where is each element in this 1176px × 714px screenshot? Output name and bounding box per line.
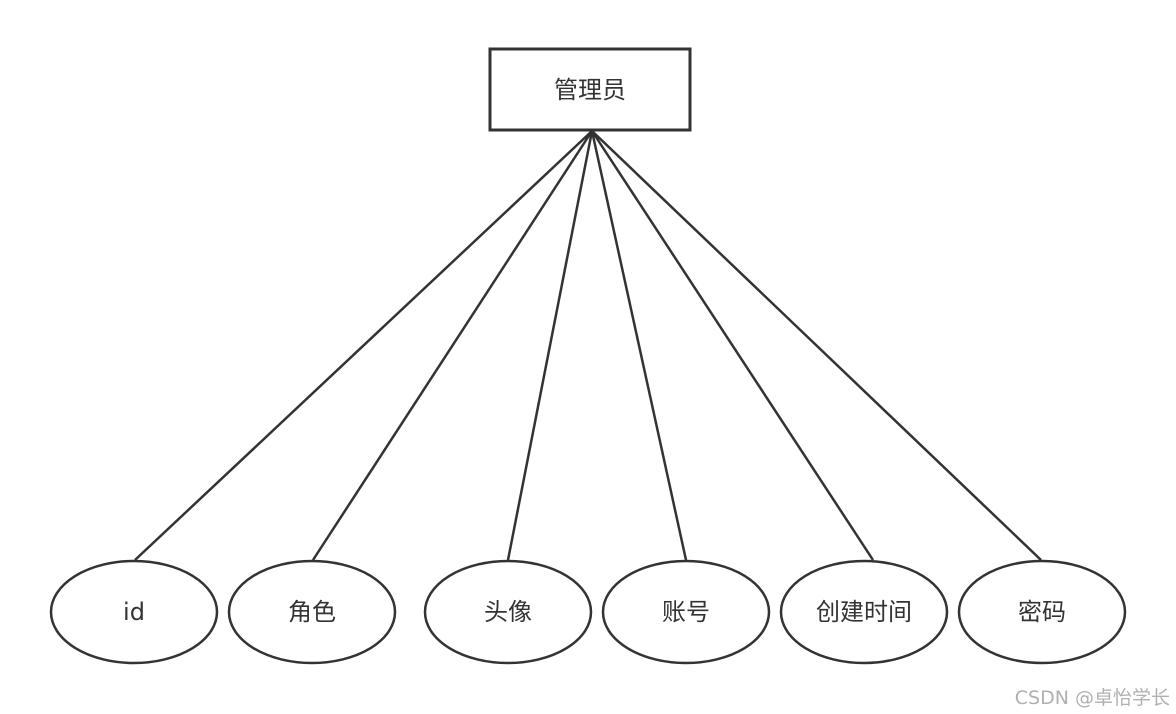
attribute-ellipse bbox=[601, 559, 771, 665]
edge-to-avatar bbox=[506, 130, 594, 561]
attribute-avatar: 头像 bbox=[423, 559, 593, 665]
edge-to-created-time bbox=[590, 130, 875, 561]
edge-to-role bbox=[311, 130, 594, 561]
attribute-label-created-time: 创建时间 bbox=[816, 598, 912, 626]
attribute-role: 角色 bbox=[227, 559, 397, 665]
entity-admin: 管理员 bbox=[488, 47, 692, 132]
attribute-ellipse bbox=[779, 559, 949, 665]
attribute-created-time: 创建时间 bbox=[779, 559, 949, 665]
attribute-label-account: 账号 bbox=[662, 598, 710, 626]
attribute-label-role: 角色 bbox=[288, 598, 336, 626]
attribute-label-id: id bbox=[123, 598, 145, 626]
edge-to-account bbox=[590, 130, 688, 561]
attribute-label-password: 密码 bbox=[1018, 598, 1066, 626]
attribute-ellipse bbox=[49, 559, 219, 665]
attribute-account: 账号 bbox=[601, 559, 771, 665]
connector-lines bbox=[134, 130, 1042, 561]
attribute-ellipse bbox=[423, 559, 593, 665]
attribute-password: 密码 bbox=[957, 559, 1127, 665]
edge-to-id bbox=[134, 130, 593, 561]
edge-to-password bbox=[591, 130, 1042, 561]
entity-box bbox=[488, 47, 692, 132]
attribute-ellipse bbox=[227, 559, 397, 665]
watermark: CSDN @卓怡学长 bbox=[1014, 687, 1170, 709]
entity-label: 管理员 bbox=[554, 76, 626, 104]
attribute-id: id bbox=[49, 559, 219, 665]
attribute-ellipse bbox=[957, 559, 1127, 665]
attribute-label-avatar: 头像 bbox=[484, 598, 532, 626]
